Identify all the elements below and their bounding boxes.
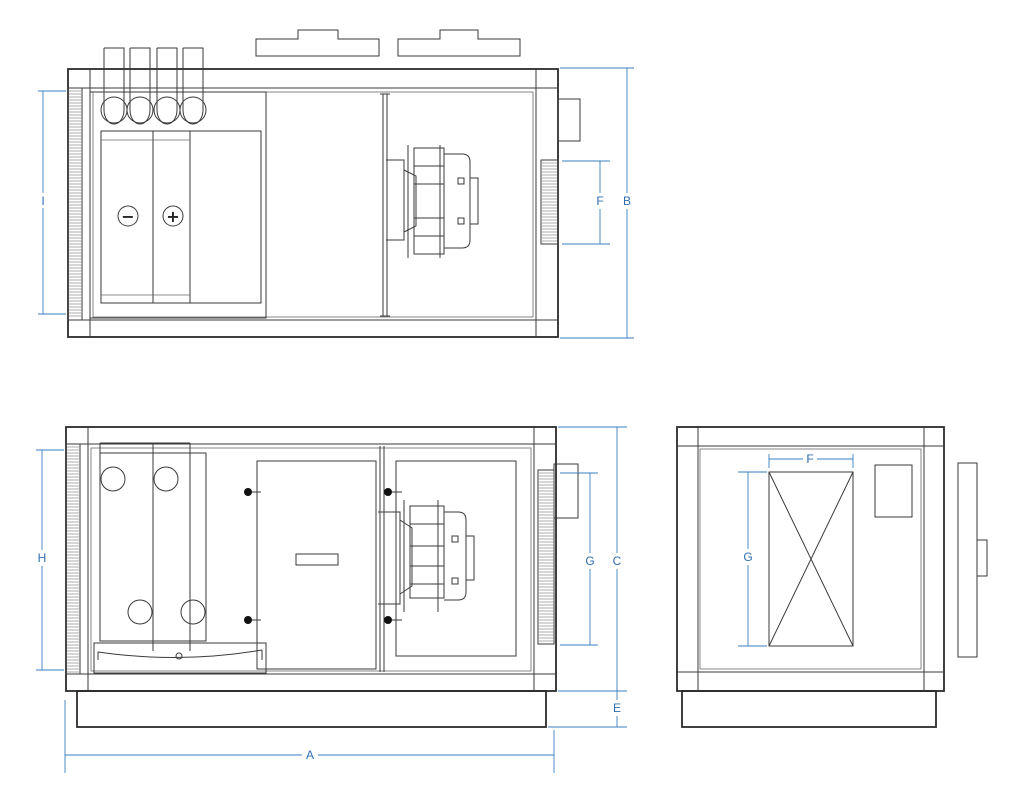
hinge-icon <box>244 616 252 624</box>
top-coil-block <box>89 91 267 319</box>
front-view <box>65 426 579 728</box>
dimension-lines: I B F H G C E <box>36 67 854 773</box>
access-door-2 <box>395 460 517 657</box>
side-base-frame <box>681 690 937 728</box>
top-view: − + <box>67 29 581 338</box>
pipe-connections <box>100 47 207 125</box>
side-view <box>676 426 988 728</box>
top-left-louver <box>67 87 83 321</box>
access-door-1 <box>256 460 377 670</box>
dim-label-b: B <box>623 194 631 208</box>
top-duct-connector-2 <box>397 29 521 57</box>
top-casing <box>67 68 559 338</box>
door-label-plate <box>295 553 339 566</box>
plus-icon <box>162 205 184 227</box>
top-right-louver <box>540 159 559 245</box>
top-side-duct <box>557 98 581 142</box>
dim-label-a: A <box>306 748 314 762</box>
hinge-icon <box>384 488 392 496</box>
top-duct-connector-1 <box>255 29 380 57</box>
drain-pan <box>93 642 267 674</box>
dim-label-e: E <box>613 701 621 715</box>
plus-symbol: + <box>166 207 179 226</box>
dim-label-f-top: F <box>596 194 603 208</box>
front-base-frame <box>76 690 547 728</box>
side-duct <box>957 462 978 658</box>
front-side-duct <box>553 463 579 519</box>
front-fan <box>378 500 475 612</box>
side-damper <box>768 471 854 647</box>
dim-label-f-side: F <box>806 452 813 466</box>
hinge-icon <box>244 488 252 496</box>
front-left-louver <box>65 443 81 675</box>
side-panel-box <box>874 464 913 518</box>
dim-label-c: C <box>613 554 622 568</box>
dim-label-g-side: G <box>743 550 752 564</box>
hinge-icon <box>384 616 392 624</box>
minus-icon <box>117 205 139 227</box>
front-casing <box>65 426 557 692</box>
dim-label-i: I <box>41 194 44 208</box>
top-fan <box>386 145 479 258</box>
minus-symbol: − <box>121 207 134 226</box>
dim-label-g-front: G <box>585 554 594 568</box>
dim-label-h: H <box>38 551 47 565</box>
front-right-louver <box>537 469 555 645</box>
